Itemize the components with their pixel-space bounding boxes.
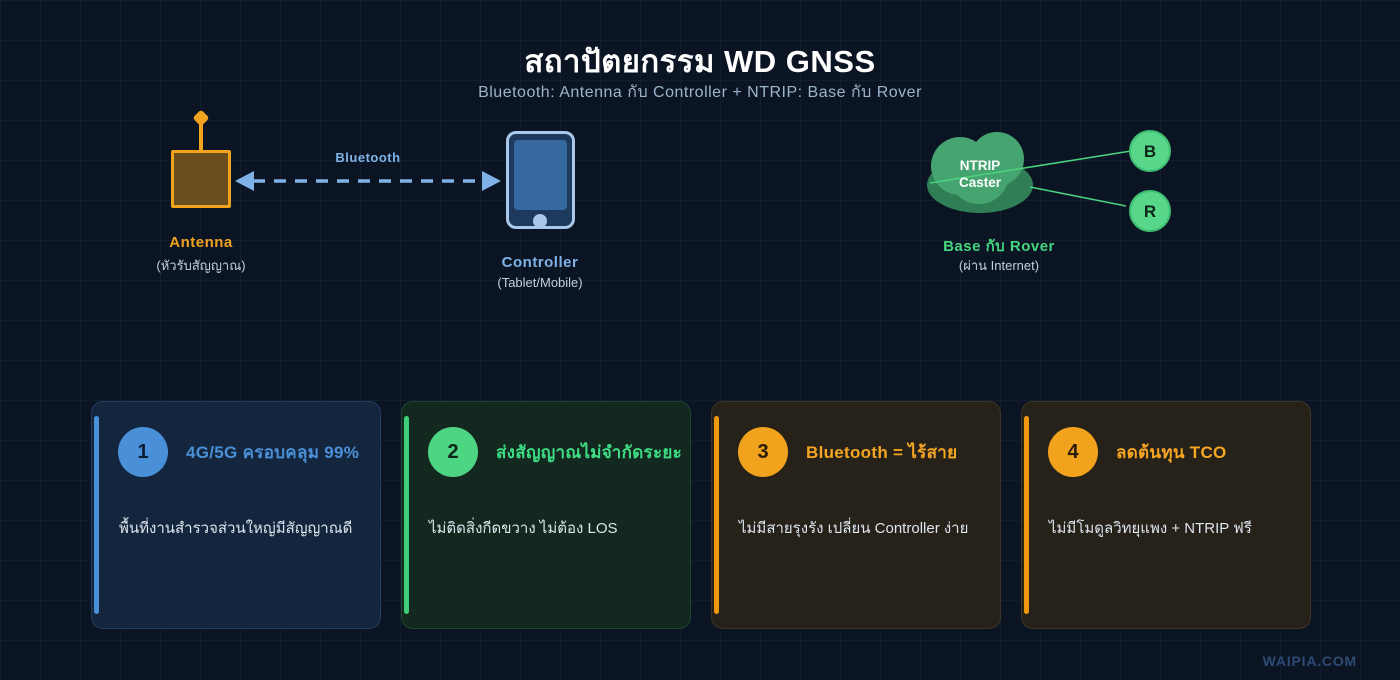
page-subtitle: Bluetooth: Antenna กับ Controller + NTRI… xyxy=(478,84,922,101)
card-body-text: พื้นที่งานสำรวจส่วนใหญ่มีสัญญาณดี xyxy=(119,520,353,537)
tablet-screen xyxy=(514,140,567,210)
controller-label: Controller xyxy=(501,254,579,271)
card-number-badge: 4 xyxy=(1048,427,1098,477)
card-number-badge: 2 xyxy=(428,427,478,477)
base-rover-label: Base กับ Rover xyxy=(943,238,1055,255)
footer-brand: WAIPIA.COM xyxy=(1262,653,1357,669)
card-title: Bluetooth = ไร้สาย xyxy=(806,442,958,462)
card-title: ส่งสัญญาณไม่จำกัดระยะ xyxy=(496,442,683,462)
card-body-text: ไม่ติดสิ่งกีดขวาง ไม่ต้อง LOS xyxy=(429,520,618,537)
card-accent-bar xyxy=(714,416,719,614)
page-title: สถาปัตยกรรม WD GNSS xyxy=(524,44,876,79)
ntrip-network-diagram: NTRIP Caster B R xyxy=(927,130,1171,232)
bluetooth-link-label: Bluetooth xyxy=(335,150,401,165)
ntrip-cloud-label-line2: Caster xyxy=(959,175,1002,190)
link-caster-to-rover xyxy=(1029,186,1127,207)
cloud-bump-center xyxy=(949,144,1009,204)
bluetooth-arrow-icon xyxy=(235,171,501,191)
card-body-text: ไม่มีโมดูลวิทยุแพง + NTRIP ฟรี xyxy=(1049,520,1252,537)
card-title: ลดต้นทุน TCO xyxy=(1116,442,1227,462)
base-node-letter: B xyxy=(1144,142,1156,161)
antenna-label: Antenna xyxy=(169,234,233,251)
antenna-receiver-box xyxy=(171,150,231,208)
benefit-card-4: 4 ลดต้นทุน TCO ไม่มีโมดูลวิทยุแพง + NTRI… xyxy=(1021,401,1311,629)
benefit-card-3: 3 Bluetooth = ไร้สาย ไม่มีสายรุงรัง เปลี… xyxy=(711,401,1001,629)
link-caster-to-base xyxy=(929,150,1132,184)
ntrip-cloud-label-line1: NTRIP xyxy=(960,158,1001,173)
rover-node-circle xyxy=(1129,190,1171,232)
base-rover-sublabel: (ผ่าน Internet) xyxy=(958,258,1040,273)
benefit-card-2: 2 ส่งสัญญาณไม่จำกัดระยะ ไม่ติดสิ่งกีดขวา… xyxy=(401,401,691,629)
card-number-badge: 3 xyxy=(738,427,788,477)
card-number-badge: 1 xyxy=(118,427,168,477)
card-accent-bar xyxy=(94,416,99,614)
antenna-stem xyxy=(199,121,203,152)
card-body-text: ไม่มีสายรุงรัง เปลี่ยน Controller ง่าย xyxy=(739,520,969,537)
base-node-circle xyxy=(1129,130,1171,172)
tablet-home-button xyxy=(533,214,547,228)
controller-sublabel: (Tablet/Mobile) xyxy=(497,275,583,290)
benefit-card-1: 1 4G/5G ครอบคลุม 99% พื้นที่งานสำรวจส่วน… xyxy=(91,401,381,629)
rover-node-letter: R xyxy=(1144,202,1156,221)
antenna-sublabel: (หัวรับสัญญาณ) xyxy=(156,258,246,273)
card-accent-bar xyxy=(404,416,409,614)
card-title: 4G/5G ครอบคลุม 99% xyxy=(186,442,360,462)
card-accent-bar xyxy=(1024,416,1029,614)
